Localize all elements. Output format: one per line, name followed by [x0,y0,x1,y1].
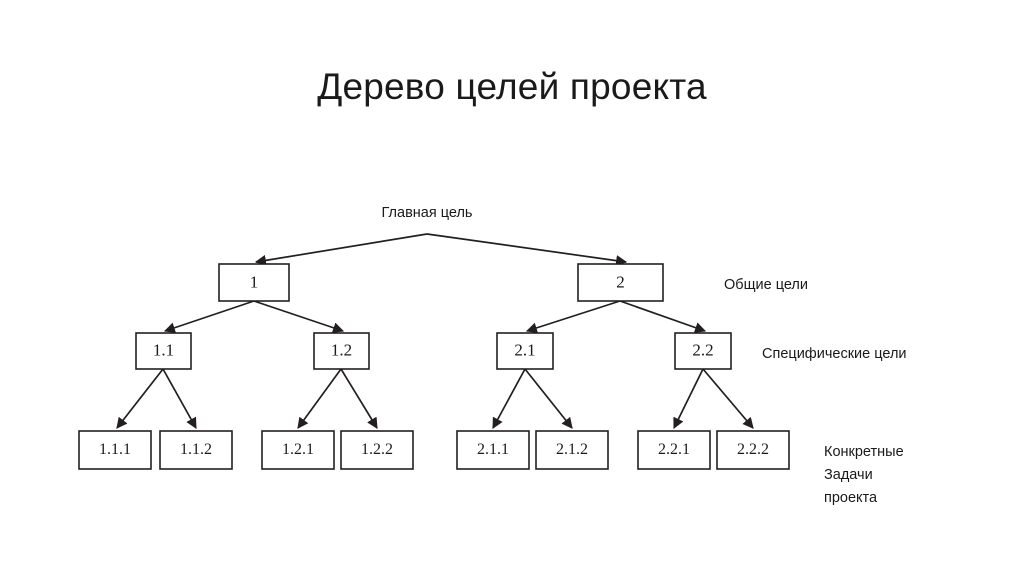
node-2-2[interactable]: 2.2 [674,332,732,370]
node-1-1-label: 1.1 [153,340,174,359]
tier-label-tasks-line3: проекта [824,490,878,506]
node-2-1-1-label: 2.1.1 [477,441,509,458]
tier-label-tasks-line1: Конкретные [824,444,904,460]
node-2-2-2-label: 2.2.2 [737,441,769,458]
edge-2-to-2-2 [619,300,707,333]
node-2-2-1-box[interactable] [637,430,711,470]
edge-1-1-to-1-1-2 [162,368,197,429]
node-1-2[interactable]: 1.2 [313,332,370,370]
node-2-2-2-box[interactable] [716,430,790,470]
node-2-2-label: 2.2 [692,340,713,359]
node-2-2-1[interactable]: 2.2.1 [637,430,711,470]
node-2-1-1-box[interactable] [456,430,530,470]
edge-group-level1 [163,300,707,334]
node-1-1-1-label: 1.1.1 [99,441,131,458]
edge-2-1-to-2-1-1 [492,368,526,429]
node-1-1-box[interactable] [135,332,192,370]
node-2-2-1-label: 2.2.1 [658,441,690,458]
node-1-2-1-label: 1.2.1 [282,441,314,458]
node-1-label: 1 [250,272,259,291]
edge-group-level2 [116,368,754,429]
node-1-1-1-box[interactable] [78,430,152,470]
page-title: Дерево целей проекта [317,66,707,107]
edge-1-to-1-2 [253,300,345,334]
edge-2-2-to-2-2-2 [702,368,754,429]
edge-1-1-to-1-1-1 [116,368,164,429]
node-2-box[interactable] [577,263,664,302]
node-2-2-2[interactable]: 2.2.2 [716,430,790,470]
node-1-box[interactable] [218,263,290,302]
edge-group-root [254,233,628,267]
node-1-2-2[interactable]: 1.2.2 [340,430,414,470]
node-1-2-box[interactable] [313,332,370,370]
node-2-1-2-label: 2.1.2 [556,441,588,458]
node-2-1-2-box[interactable] [535,430,609,470]
node-2-1-1[interactable]: 2.1.1 [456,430,530,470]
edge-1-2-to-1-2-1 [297,368,342,429]
node-2-label: 2 [616,272,625,291]
edge-1-2-to-1-2-2 [340,368,378,429]
node-1-2-2-label: 1.2.2 [361,441,393,458]
edge-root-to-1 [254,233,428,266]
node-1-1[interactable]: 1.1 [135,332,192,370]
edge-1-to-1-1 [163,300,255,334]
node-2-1-box[interactable] [496,332,554,370]
node-2-2-box[interactable] [674,332,732,370]
edge-root-to-2 [426,233,628,267]
node-1-1-1[interactable]: 1.1.1 [78,430,152,470]
edge-2-1-to-2-1-2 [524,368,573,429]
node-1-1-2[interactable]: 1.1.2 [159,430,233,470]
tier-label-specific: Специфические цели [762,346,907,362]
node-1-2-2-box[interactable] [340,430,414,470]
node-2[interactable]: 2 [577,263,664,302]
node-1-1-2-box[interactable] [159,430,233,470]
node-1-2-1[interactable]: 1.2.1 [261,430,335,470]
tier-label-general: Общие цели [724,277,808,293]
node-1-1-2-label: 1.1.2 [180,441,212,458]
tier-label-tasks-line2: Задачи [824,467,873,483]
node-2-1-label: 2.1 [514,340,535,359]
node-1-2-label: 1.2 [331,340,352,359]
node-1-2-1-box[interactable] [261,430,335,470]
node-2-1[interactable]: 2.1 [496,332,554,370]
edge-2-to-2-1 [525,300,621,334]
node-2-1-2[interactable]: 2.1.2 [535,430,609,470]
root-node-label: Главная цель [382,205,473,221]
node-1[interactable]: 1 [218,263,290,302]
edge-2-2-to-2-2-1 [673,368,704,429]
